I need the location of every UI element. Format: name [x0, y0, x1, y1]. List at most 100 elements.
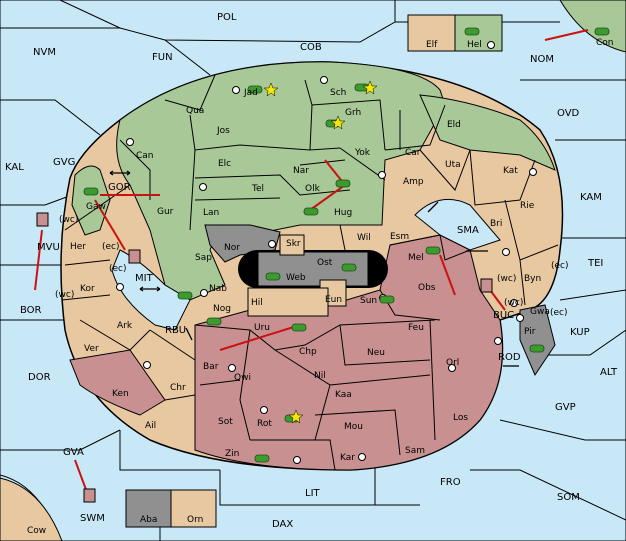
sea-label-gor: GOR [108, 182, 131, 193]
sea-label-mvu: MVU [37, 242, 60, 253]
svg-text:Elf: Elf [426, 40, 438, 50]
svg-text:Eld: Eld [447, 120, 461, 130]
svg-text:Zin: Zin [225, 449, 239, 459]
sea-sma [414, 198, 501, 251]
province-pir[interactable] [519, 304, 556, 377]
svg-text:Bar: Bar [203, 362, 219, 372]
svg-text:Jad: Jad [243, 88, 258, 98]
sea-label-cob: COB [300, 42, 322, 53]
sea-label-tei: TEI [587, 258, 603, 269]
svg-text:Qwi: Qwi [234, 373, 251, 383]
sea-label-dor: DOR [28, 372, 51, 383]
svg-text:Mel: Mel [408, 253, 424, 263]
svg-text:Kor: Kor [80, 284, 95, 294]
sea-label-ovd: OVD [557, 108, 580, 119]
svg-text:Ver: Ver [84, 344, 99, 354]
svg-text:Hil: Hil [251, 298, 263, 308]
svg-text:Sch: Sch [330, 88, 346, 98]
svg-text:Gwa: Gwa [530, 307, 550, 317]
svg-text:Con: Con [596, 38, 614, 48]
region-north-green [116, 61, 446, 301]
sea-label-gva: GVA [63, 447, 84, 458]
sea-label-fun: FUN [152, 52, 173, 63]
svg-text:Nil: Nil [314, 371, 326, 381]
svg-text:Wil: Wil [357, 233, 371, 243]
svg-text:(wc): (wc) [497, 274, 516, 284]
sea-label-som: SOM [557, 492, 580, 503]
sea-label-gvg: GVG [53, 157, 75, 168]
svg-text:Olk: Olk [305, 184, 321, 194]
svg-text:Chr: Chr [170, 383, 186, 393]
svg-text:Rie: Rie [520, 201, 535, 211]
svg-text:Nar: Nar [293, 166, 309, 176]
province-elf[interactable] [407, 14, 456, 52]
sea-label-kup: KUP [570, 327, 590, 338]
svg-text:Sun: Sun [360, 296, 377, 306]
svg-text:Skr: Skr [286, 239, 301, 249]
sea-label-nvm: NVM [33, 47, 56, 58]
svg-text:Ost: Ost [317, 258, 333, 268]
order-arrows [34, 29, 589, 496]
svg-text:Tel: Tel [251, 184, 264, 194]
svg-text:Bri: Bri [490, 219, 502, 229]
province-aba[interactable] [125, 489, 172, 528]
svg-text:Uta: Uta [445, 160, 461, 170]
svg-text:Amp: Amp [403, 177, 424, 187]
svg-text:Web: Web [286, 273, 306, 283]
svg-text:Qua: Qua [186, 106, 204, 116]
sea-label-buc: BUC [493, 310, 514, 321]
sea-label-alt: ALT [600, 367, 618, 378]
svg-text:Ark: Ark [117, 321, 133, 331]
sea-label-mit: MIT [135, 273, 154, 284]
svg-text:Sap: Sap [195, 253, 212, 263]
svg-text:Eun: Eun [325, 295, 342, 305]
province-borders [61, 74, 559, 471]
svg-text:Ail: Ail [145, 421, 156, 431]
svg-text:Hug: Hug [334, 208, 352, 218]
svg-text:Sam: Sam [405, 446, 425, 456]
sea-label-fro: FRO [440, 477, 461, 488]
svg-text:Los: Los [453, 413, 468, 423]
svg-text:Lan: Lan [203, 208, 219, 218]
sea-label-dax: DAX [272, 519, 293, 530]
sea-label-rbu: RBU [165, 325, 186, 336]
units [36, 27, 610, 503]
province-hil[interactable] [247, 287, 329, 317]
svg-text:Yok: Yok [354, 148, 371, 158]
svg-text:(wc): (wc) [55, 290, 74, 300]
svg-text:Nor: Nor [224, 243, 240, 253]
svg-text:Can: Can [136, 151, 154, 161]
svg-text:Her: Her [70, 242, 86, 252]
sea-label-nom: NOM [530, 54, 554, 65]
svg-text:Feu: Feu [408, 323, 424, 333]
svg-text:(wc): (wc) [504, 298, 523, 308]
svg-text:Esm: Esm [390, 232, 409, 242]
svg-text:Ken: Ken [112, 389, 129, 399]
province-labels: Elf Hel Con Jad Sch Qua Jos Grh Eld Can … [27, 38, 614, 536]
svg-text:Mou: Mou [344, 422, 363, 432]
svg-text:Kaa: Kaa [335, 390, 352, 400]
region-south-red [194, 234, 503, 471]
svg-text:Aba: Aba [140, 515, 157, 525]
province-gaw[interactable] [71, 165, 111, 236]
province-orn[interactable] [170, 489, 217, 528]
sea-label-gvp: GVP [555, 402, 576, 413]
province-skr[interactable] [279, 234, 305, 256]
svg-text:(ec): (ec) [551, 261, 569, 271]
province-eld[interactable] [419, 94, 556, 171]
sea-labels: POL NVM FUN COB NOM OVD KAL GVG KAM TEI … [5, 12, 618, 530]
sea-label-rod: ROD [498, 352, 521, 363]
sea-label-kam: KAM [580, 192, 602, 203]
svg-text:Orl: Orl [446, 358, 459, 368]
sea-label-swm: SWM [80, 513, 105, 524]
province-ken[interactable] [69, 349, 166, 416]
svg-text:Car: Car [405, 148, 421, 158]
svg-text:Gaw: Gaw [86, 202, 106, 212]
sea-label-bor: BOR [20, 305, 42, 316]
svg-text:(wc): (wc) [59, 215, 78, 225]
svg-text:Neu: Neu [367, 348, 385, 358]
svg-text:Nab: Nab [209, 284, 227, 294]
svg-text:Nog: Nog [213, 304, 231, 314]
svg-text:Jos: Jos [216, 126, 230, 136]
